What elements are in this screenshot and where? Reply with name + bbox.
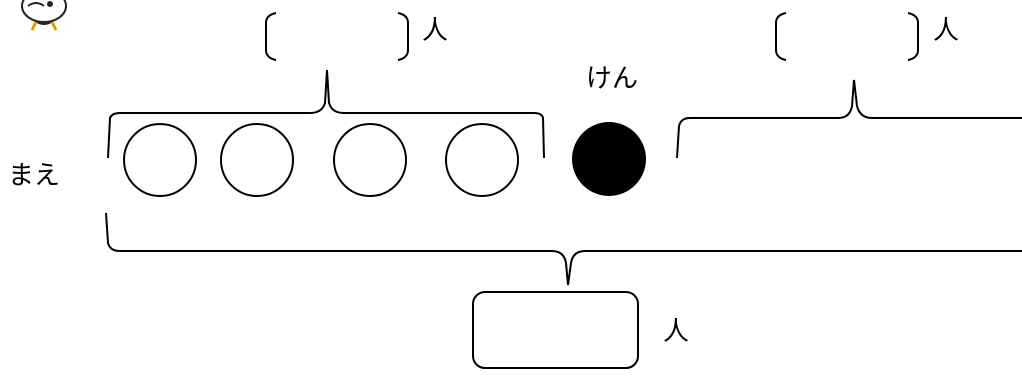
front-label: まえ (8, 161, 61, 191)
total-brace (105, 212, 1022, 286)
ken-label: けん (586, 64, 639, 94)
duck-mascot-icon (21, 0, 67, 31)
right-count-brackets[interactable] (775, 12, 919, 61)
person-circle (123, 123, 197, 197)
person-circle (333, 123, 407, 197)
total-count-box[interactable] (472, 291, 639, 369)
left-group-brace (107, 69, 545, 159)
ken-marker (572, 122, 646, 196)
unit-label-right: 人 (933, 16, 960, 46)
unit-label-total: 人 (663, 317, 690, 347)
left-count-brackets[interactable] (265, 12, 409, 61)
person-circle (445, 123, 519, 197)
person-circle (220, 123, 294, 197)
unit-label-left: 人 (422, 16, 449, 46)
right-group-brace (676, 79, 1022, 159)
